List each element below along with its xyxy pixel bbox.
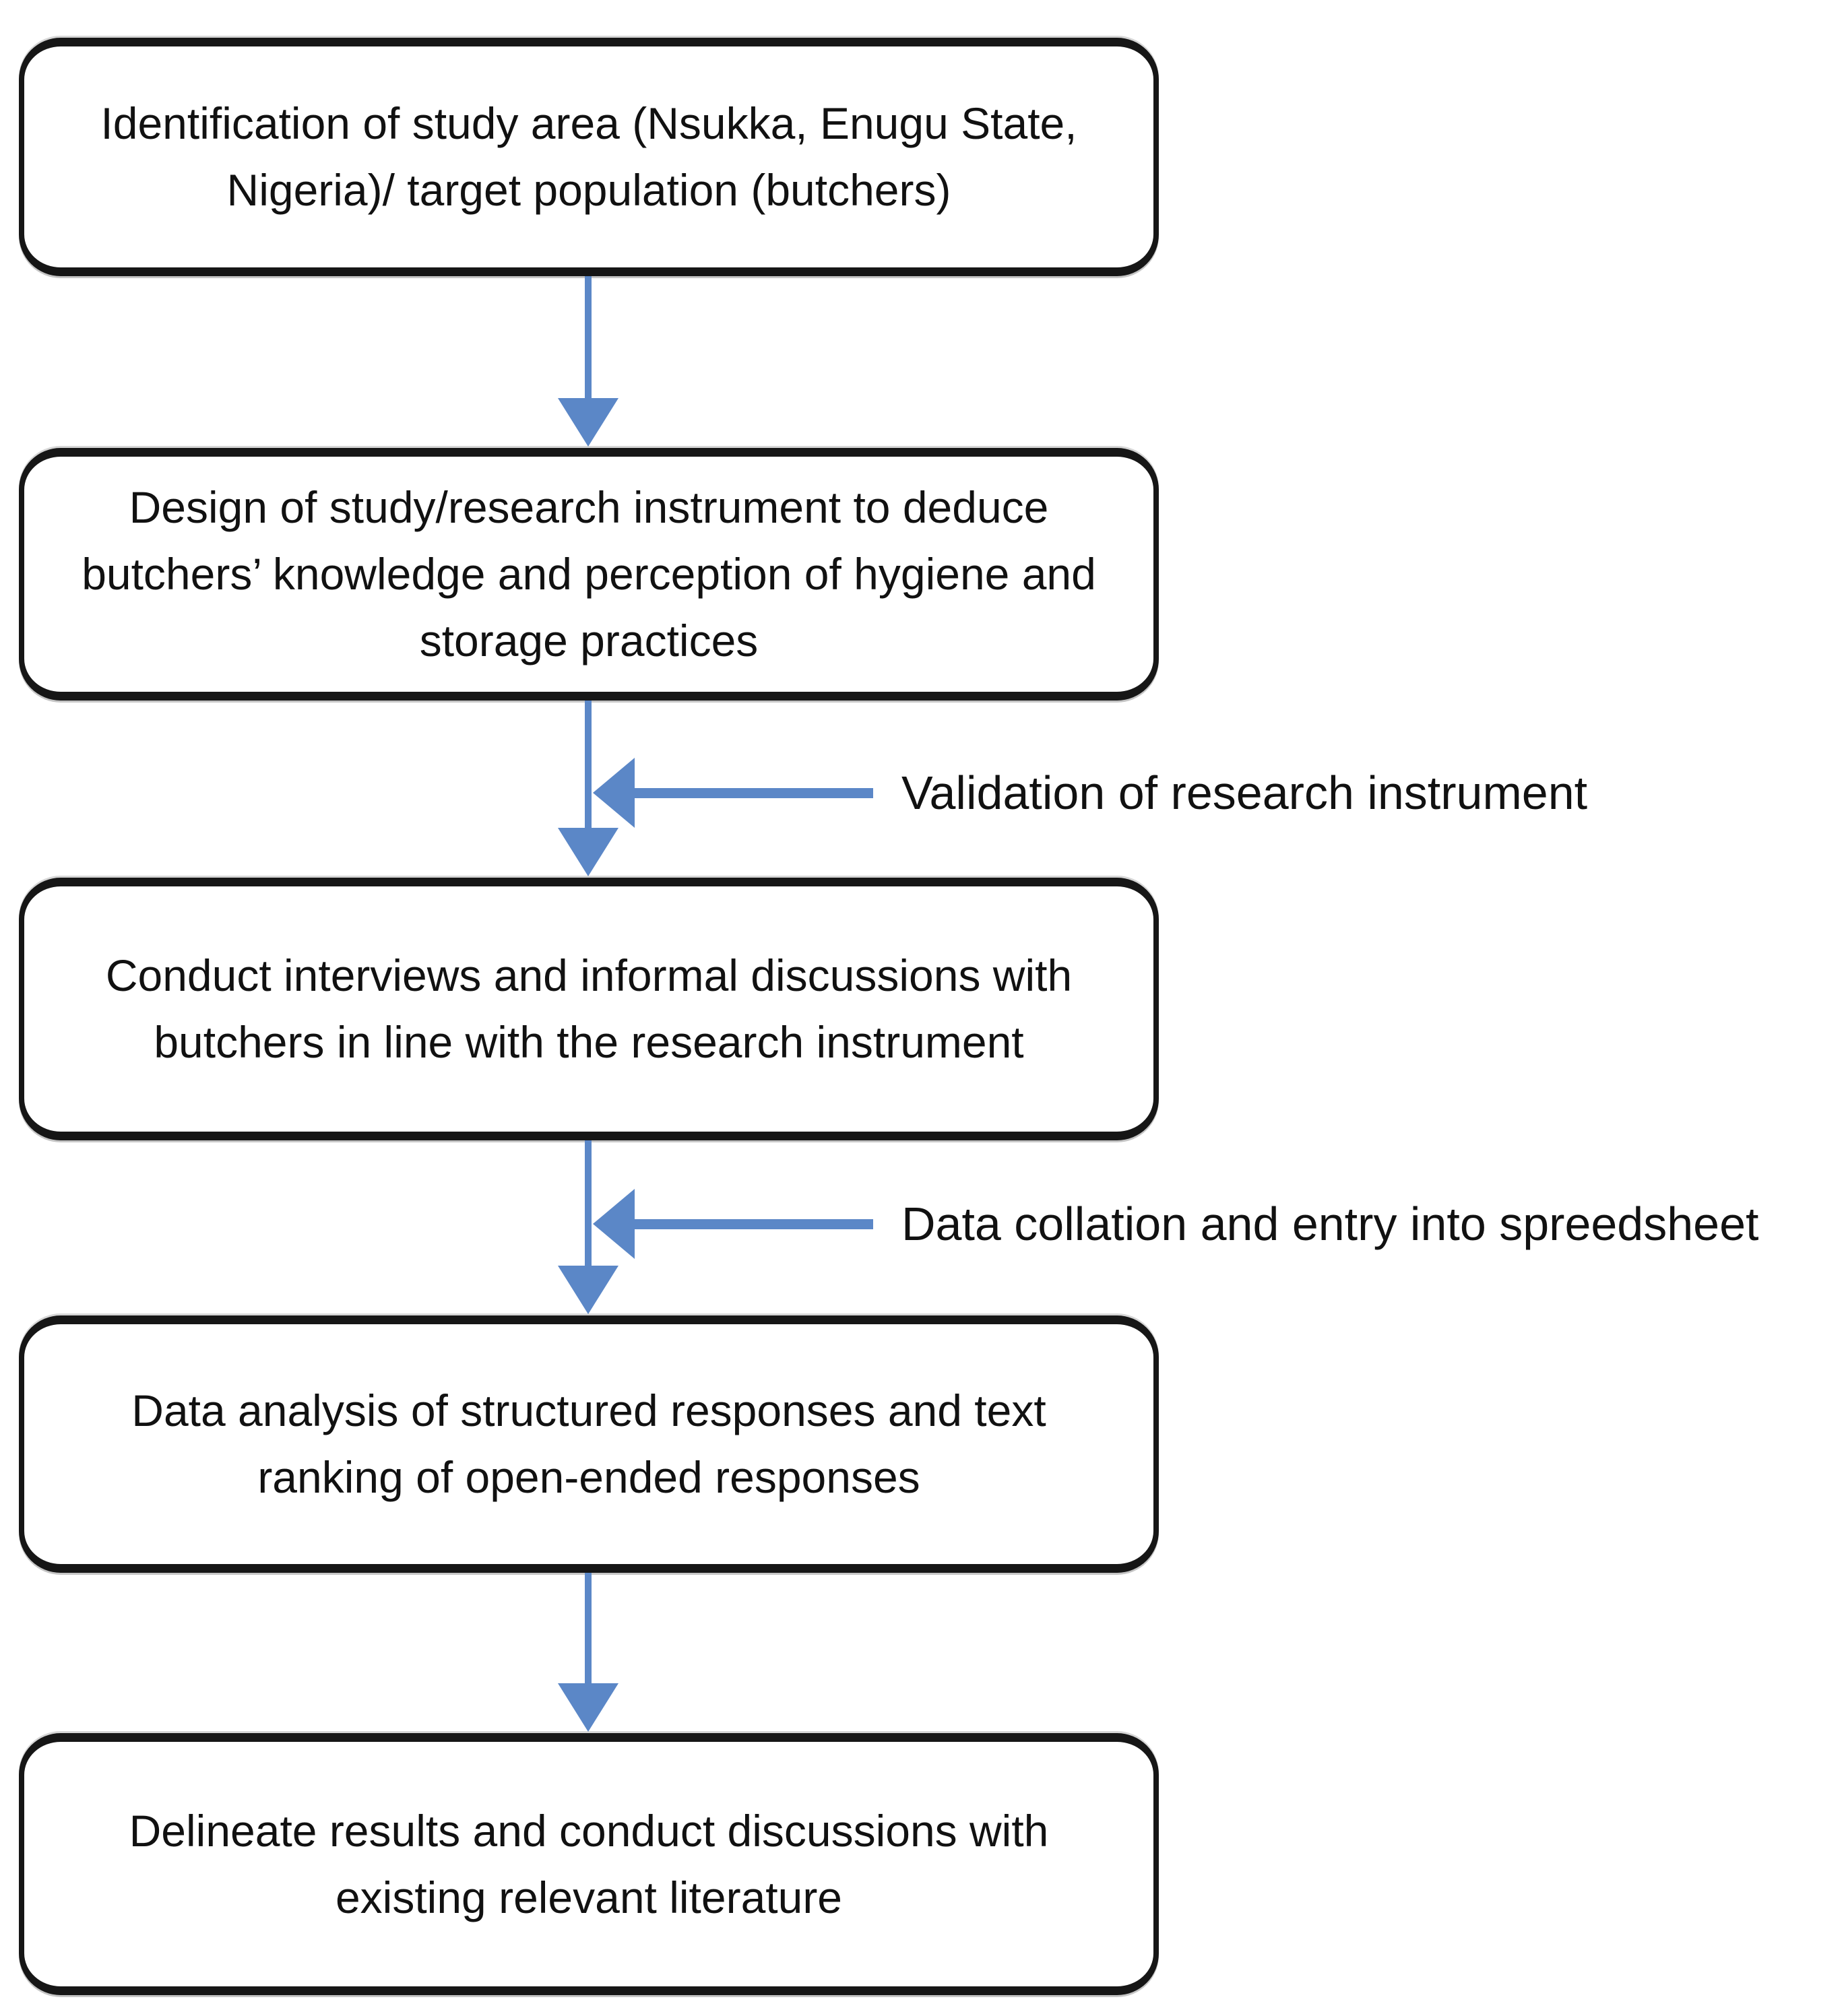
arrow-line	[631, 1218, 873, 1229]
flow-box-interviews-label: Conduct interviews and informal discussi…	[105, 950, 1073, 1067]
connector-arrow-3	[558, 1140, 618, 1314]
left-arrow-icon	[593, 758, 635, 828]
left-arrow-icon	[593, 1189, 635, 1259]
down-arrow-icon	[558, 828, 618, 876]
annotation-collation-label: Data collation and entry into spreedshee…	[901, 1198, 1759, 1250]
connector-arrow-1	[558, 276, 618, 447]
flow-box-interviews: Conduct interviews and informal discussi…	[19, 878, 1159, 1140]
down-arrow-icon	[558, 398, 618, 447]
flow-box-design: Design of study/research instrument to d…	[19, 448, 1159, 701]
connector-arrow-2	[558, 701, 618, 876]
arrow-line	[631, 787, 873, 798]
flow-box-analysis-label: Data analysis of structured responses an…	[131, 1386, 1046, 1502]
down-arrow-icon	[558, 1266, 618, 1314]
arrow-line	[585, 1573, 592, 1685]
flow-box-study-area: Identification of study area (Nsukka, En…	[19, 38, 1159, 276]
flow-box-design-label: Design of study/research instrument to d…	[82, 482, 1096, 665]
flow-box-delineate: Delineate results and conduct discussion…	[19, 1733, 1159, 1995]
connector-arrow-4	[558, 1573, 618, 1732]
flow-box-analysis: Data analysis of structured responses an…	[19, 1315, 1159, 1573]
flow-box-delineate-label: Delineate results and conduct discussion…	[129, 1805, 1049, 1922]
arrow-line	[585, 276, 592, 399]
annotation-collation: Data collation and entry into spreedshee…	[593, 1180, 1758, 1268]
arrow-line	[585, 1140, 592, 1267]
annotation-validation: Validation of research instrument	[593, 749, 1587, 837]
annotation-validation-label: Validation of research instrument	[901, 767, 1588, 819]
flow-box-study-area-label: Identification of study area (Nsukka, En…	[100, 98, 1077, 215]
down-arrow-icon	[558, 1683, 618, 1732]
arrow-line	[585, 701, 592, 829]
